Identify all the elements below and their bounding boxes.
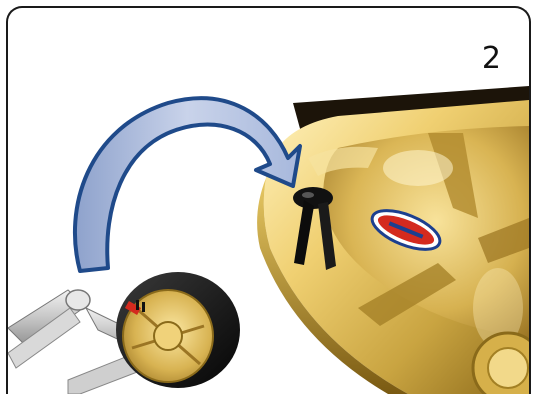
caster-wheel-illustration (8, 272, 240, 394)
assembly-illustration (8, 8, 529, 394)
instruction-panel: 2 (6, 6, 531, 394)
